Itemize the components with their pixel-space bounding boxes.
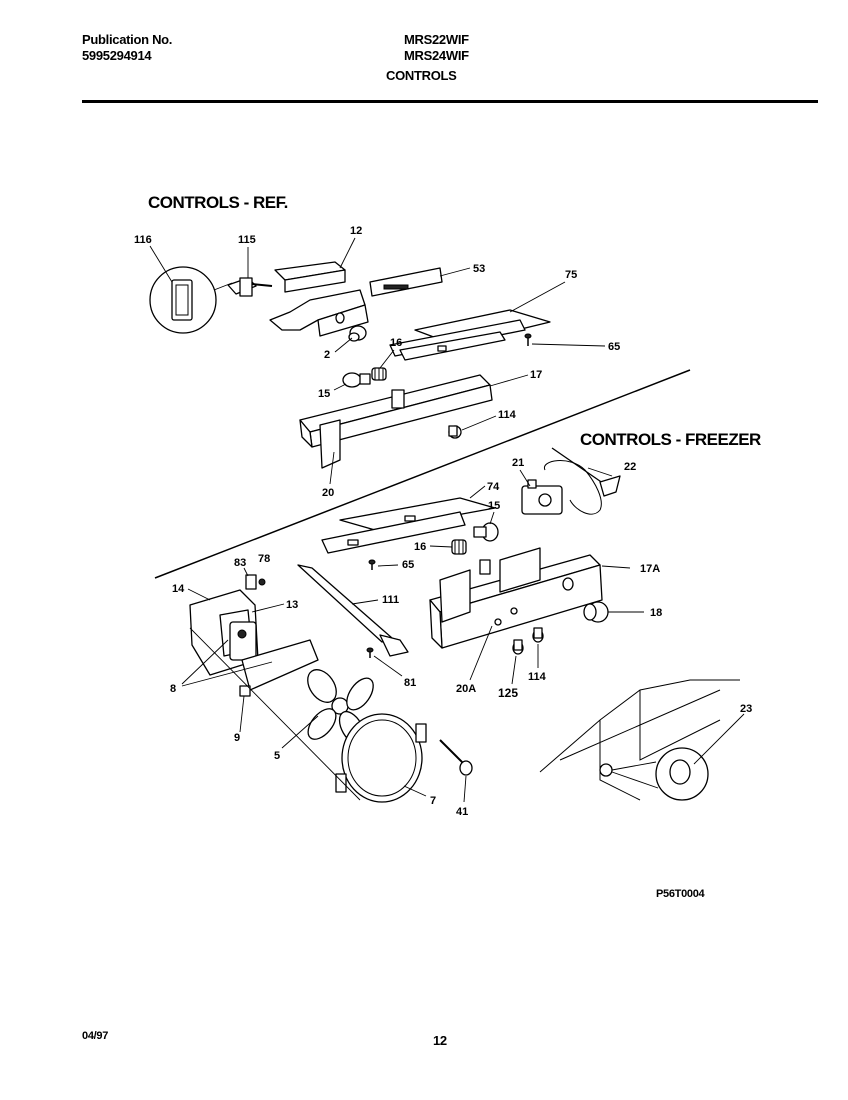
callout-74: 74: [487, 481, 500, 493]
callout-116: 116: [134, 234, 152, 246]
part-22-capillary: [544, 447, 621, 515]
callout-9: 9: [234, 732, 240, 744]
part-115-clip: [227, 277, 273, 297]
part-15-bulb-ref: [342, 372, 371, 388]
part-114-knob-ref: [448, 425, 462, 439]
publication-label: Publication No.: [82, 32, 173, 47]
callout-17a: 17A: [640, 563, 660, 575]
callout-5: 5: [274, 750, 280, 762]
model-number-2: MRS24WIF: [404, 48, 469, 63]
part-9-mount: [239, 639, 319, 697]
part-21-thermostat: [521, 479, 563, 515]
section-divider-line: [154, 369, 691, 579]
callout-22: 22: [624, 461, 636, 473]
part-23-cabinet-detail: [539, 679, 740, 801]
part-111-duct: [297, 564, 409, 657]
part-81-screw: [366, 647, 374, 658]
part-78-screw: [258, 578, 266, 586]
callout-7: 7: [430, 795, 436, 807]
part-16-socket-ref: [371, 367, 387, 381]
callout-75: 75: [565, 269, 577, 281]
callout-125: 125: [498, 686, 518, 700]
part-116-detail-circle: [149, 266, 233, 334]
footer-page-number: 12: [433, 1033, 447, 1048]
part-65-screw-ref: [524, 333, 532, 346]
callout-16-freezer: 16: [414, 541, 426, 553]
callout-114-freezer: 114: [528, 671, 547, 683]
callout-65-freezer: 65: [402, 559, 414, 571]
leader-lines: [149, 237, 745, 803]
callout-17: 17: [530, 369, 542, 381]
callout-83: 83: [234, 557, 246, 569]
part-18-knob-freezer: [583, 601, 609, 623]
model-number-1: MRS22WIF: [404, 32, 469, 47]
callout-23: 23: [740, 703, 752, 715]
callout-81: 81: [404, 677, 416, 689]
part-83-clip: [245, 574, 257, 590]
freezer-controls-title: CONTROLS - FREEZER: [580, 430, 761, 449]
callout-114-ref: 114: [498, 409, 517, 421]
part-74-plate: [321, 497, 496, 554]
part-17-control-housing: [299, 374, 493, 469]
assembly-axis-line: [189, 627, 361, 801]
callout-53: 53: [473, 263, 485, 275]
footer-date: 04/97: [82, 1030, 109, 1042]
part-114-knob-freezer: [532, 627, 544, 643]
callout-65-ref: 65: [608, 341, 620, 353]
figure-code: P56T0004: [656, 888, 705, 900]
callout-15-ref: 15: [318, 388, 330, 400]
callout-115: 115: [238, 234, 256, 246]
callout-15-freezer: 15: [488, 500, 500, 512]
callout-14: 14: [172, 583, 185, 595]
part-17a-control-housing: [429, 547, 603, 649]
part-5-fan-blade: [307, 669, 374, 746]
header-rule: [82, 100, 818, 103]
part-2-knob: [348, 325, 367, 342]
callout-20: 20: [322, 487, 334, 499]
part-41-screw: [439, 739, 473, 776]
callout-16-ref: 16: [390, 337, 402, 349]
part-bracket-2-housing: [269, 289, 369, 337]
part-53-cover: [369, 267, 443, 297]
part-15-bulb-freezer: [473, 522, 499, 542]
part-125-knob: [512, 639, 524, 655]
part-12-housing: [274, 261, 346, 293]
callout-8: 8: [170, 683, 176, 695]
part-16-socket-freezer: [451, 539, 467, 555]
part-65-screw-freezer: [368, 559, 376, 570]
callout-41: 41: [456, 806, 468, 818]
callout-20a: 20A: [456, 683, 476, 695]
section-title: CONTROLS: [386, 68, 457, 83]
part-7-fan-shroud: [335, 713, 427, 803]
ref-controls-title: CONTROLS - REF.: [148, 193, 288, 212]
publication-number: 5995294914: [82, 48, 152, 63]
callout-111: 111: [382, 594, 399, 606]
callout-12: 12: [350, 225, 362, 237]
callout-18: 18: [650, 607, 662, 619]
callout-13: 13: [286, 599, 298, 611]
callout-2: 2: [324, 349, 330, 361]
part-75-plate: [389, 309, 551, 361]
callout-78: 78: [258, 553, 270, 565]
callout-21: 21: [512, 457, 524, 469]
